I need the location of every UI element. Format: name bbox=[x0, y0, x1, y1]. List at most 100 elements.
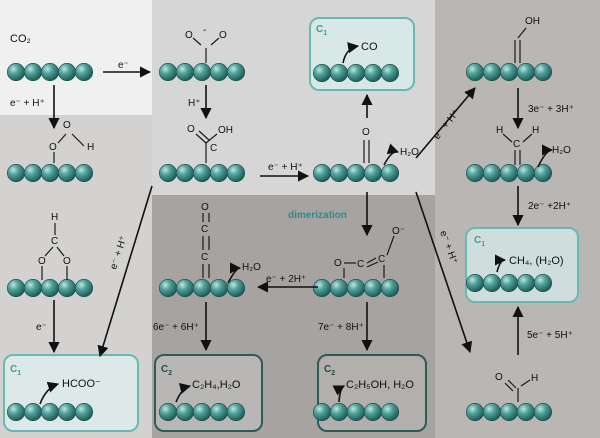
catalyst-bead bbox=[499, 273, 518, 292]
svg-text:O: O bbox=[219, 30, 227, 41]
catalyst-bead bbox=[176, 62, 195, 81]
label-three-e: 3e⁻ + 3H⁺ bbox=[528, 104, 574, 115]
catalyst-bead bbox=[329, 402, 348, 421]
catalyst-bead bbox=[40, 278, 59, 297]
label-e1: e⁻ bbox=[118, 60, 129, 71]
bead-row bbox=[7, 278, 94, 297]
catalyst-bead bbox=[499, 164, 518, 183]
catalyst-bead bbox=[380, 64, 399, 83]
bead-row bbox=[7, 164, 94, 183]
catalyst-bead bbox=[159, 164, 178, 183]
bead-row bbox=[7, 62, 94, 81]
svg-text:C: C bbox=[201, 252, 208, 263]
catalyst-bead bbox=[363, 64, 382, 83]
catalyst-bead bbox=[210, 164, 229, 183]
arrow-co-to-enol bbox=[415, 87, 476, 159]
catalyst-surfaces bbox=[7, 62, 552, 421]
svg-text:C: C bbox=[357, 259, 364, 270]
catalyst-bead bbox=[227, 164, 246, 183]
catalyst-bead bbox=[329, 164, 348, 183]
svg-text:H: H bbox=[87, 142, 94, 153]
label-e-formate: e⁻ bbox=[36, 322, 47, 333]
catalyst-bead bbox=[533, 402, 552, 421]
svg-text:H: H bbox=[51, 212, 58, 223]
svg-text:H₂O: H₂O bbox=[400, 147, 419, 158]
catalyst-bead bbox=[363, 278, 382, 297]
catalyst-bead bbox=[312, 164, 331, 183]
catalyst-bead bbox=[516, 164, 535, 183]
catalyst-bead bbox=[499, 402, 518, 421]
box-hcoo-tag: C1 bbox=[10, 364, 21, 377]
bead-row bbox=[159, 278, 246, 297]
catalyst-bead bbox=[346, 402, 365, 421]
catalyst-bead bbox=[176, 164, 195, 183]
svg-text:O: O bbox=[38, 256, 46, 267]
svg-text:O⁻: O⁻ bbox=[392, 226, 405, 237]
catalyst-bead bbox=[75, 278, 94, 297]
box-c2h4-text: C₂H₄,H₂O bbox=[192, 379, 241, 391]
mol-co2-adsorbed: O O - bbox=[185, 25, 227, 63]
catalyst-bead bbox=[159, 402, 178, 421]
catalyst-bead bbox=[227, 62, 246, 81]
svg-text:O: O bbox=[49, 142, 57, 153]
catalyst-bead bbox=[533, 164, 552, 183]
catalyst-bead bbox=[210, 278, 229, 297]
catalyst-bead bbox=[346, 278, 365, 297]
svg-text:O: O bbox=[185, 30, 193, 41]
catalyst-bead bbox=[516, 402, 535, 421]
release-arrows bbox=[39, 42, 554, 405]
catalyst-bead bbox=[465, 164, 484, 183]
catalyst-bead bbox=[7, 164, 25, 183]
svg-text:C: C bbox=[513, 139, 520, 150]
label-co2: CO₂ bbox=[10, 33, 31, 45]
catalyst-bead bbox=[40, 62, 59, 81]
bead-row bbox=[312, 64, 399, 83]
catalyst-bead bbox=[40, 164, 59, 183]
catalyst-bead bbox=[380, 164, 399, 183]
catalyst-bead bbox=[57, 164, 76, 183]
catalyst-bead bbox=[329, 64, 348, 83]
svg-text:OH: OH bbox=[525, 16, 540, 27]
svg-text:OH: OH bbox=[218, 125, 233, 136]
catalyst-bead bbox=[482, 402, 501, 421]
label-two-e: 2e⁻ +2H⁺ bbox=[528, 201, 571, 212]
bead-row bbox=[159, 62, 246, 81]
mol-ketene: C C O H₂O bbox=[201, 202, 261, 278]
catalyst-bead bbox=[312, 402, 331, 421]
catalyst-bead bbox=[499, 62, 518, 81]
bead-row bbox=[465, 273, 552, 292]
label-e-h-mid: e⁻ + H⁺ bbox=[268, 162, 303, 173]
catalyst-bead bbox=[380, 278, 399, 297]
catalyst-bead bbox=[193, 278, 212, 297]
catalyst-bead bbox=[159, 62, 178, 81]
svg-text:O: O bbox=[362, 127, 370, 138]
catalyst-bead bbox=[193, 62, 212, 81]
catalyst-bead bbox=[482, 62, 501, 81]
bead-row bbox=[465, 164, 552, 183]
mol-enol: OH bbox=[514, 16, 540, 63]
bead-row bbox=[159, 402, 246, 421]
svg-text:H: H bbox=[531, 373, 538, 384]
catalyst-bead bbox=[380, 402, 399, 421]
catalyst-bead bbox=[193, 402, 212, 421]
svg-text:C: C bbox=[210, 143, 217, 154]
catalyst-bead bbox=[227, 278, 246, 297]
catalyst-bead bbox=[210, 402, 229, 421]
box-ch4-tag: C1 bbox=[474, 235, 485, 248]
catalyst-bead bbox=[57, 62, 76, 81]
label-five-e: 5e⁻ + 5H⁺ bbox=[527, 330, 573, 341]
box-ethanol-text: C₂H₅OH, H₂O bbox=[346, 379, 414, 391]
svg-text:H₂O: H₂O bbox=[242, 262, 261, 273]
catalyst-bead bbox=[533, 62, 552, 81]
bead-row bbox=[465, 402, 552, 421]
svg-text:O: O bbox=[63, 120, 71, 131]
catalyst-bead bbox=[176, 402, 195, 421]
catalyst-bead bbox=[23, 62, 42, 81]
mol-aldehyde: O H bbox=[495, 372, 538, 402]
arrow-cooh-to-formate-box bbox=[97, 185, 153, 358]
catalyst-bead bbox=[57, 402, 76, 421]
catalyst-bead bbox=[23, 164, 42, 183]
catalyst-bead bbox=[210, 62, 229, 81]
catalyst-bead bbox=[533, 273, 552, 292]
svg-text:H₂O: H₂O bbox=[552, 145, 571, 156]
